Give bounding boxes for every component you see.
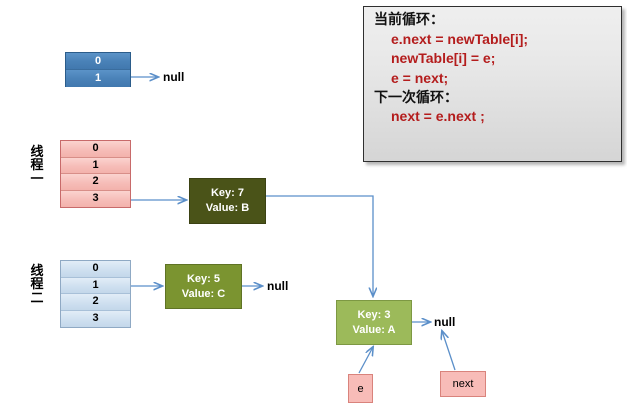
table-cell: 0 <box>61 261 130 278</box>
panel-current-loop-heading: 当前循环： <box>374 12 444 28</box>
table-cell: 0 <box>61 141 130 158</box>
null-label-key3: null <box>434 315 456 329</box>
table-cell: 1 <box>66 70 130 87</box>
node-key-label: Key: 7 <box>210 187 245 200</box>
wire-next-to-null <box>442 331 456 371</box>
panel-code-line: e = next; <box>391 70 449 87</box>
node-key7: Key: 7 Value: B <box>189 178 266 224</box>
table-cell: 2 <box>61 174 130 191</box>
pointer-next: next <box>440 371 486 397</box>
table-thread-one: 0 1 2 3 <box>60 140 131 208</box>
panel-code-line: newTable[i] = e; <box>391 50 496 67</box>
node-key5: Key: 5 Value: C <box>165 264 242 309</box>
pointer-e: e <box>348 374 373 403</box>
node-key3: Key: 3 Value: A <box>336 300 412 345</box>
table-cell: 3 <box>61 190 130 207</box>
table-cell: 1 <box>61 277 130 294</box>
label-thread-one: 线程一 <box>30 145 44 187</box>
wire-e-to-key3 <box>358 347 373 374</box>
code-explanation-panel: 当前循环： e.next = newTable[i]; newTable[i] … <box>363 6 622 162</box>
label-thread-two: 线程二 <box>30 264 44 306</box>
node-value-label: Value: C <box>181 287 226 300</box>
null-label-key5: null <box>267 279 289 293</box>
table-thread-two: 0 1 2 3 <box>60 260 131 328</box>
panel-code-line: e.next = newTable[i]; <box>391 30 529 47</box>
null-label-newtable: null <box>163 70 185 84</box>
table-cell: 2 <box>61 294 130 311</box>
table-new-table: 0 1 <box>65 52 131 87</box>
table-cell: 0 <box>66 53 130 70</box>
table-cell: 3 <box>61 310 130 327</box>
node-key-label: Key: 5 <box>186 272 221 285</box>
table-cell: 1 <box>61 157 130 174</box>
panel-code-line: next = e.next ; <box>391 108 485 125</box>
node-value-label: Value: A <box>352 323 396 336</box>
node-key-label: Key: 3 <box>357 308 391 321</box>
panel-next-loop-heading: 下一次循环： <box>374 89 458 106</box>
node-value-label: Value: B <box>205 202 250 214</box>
